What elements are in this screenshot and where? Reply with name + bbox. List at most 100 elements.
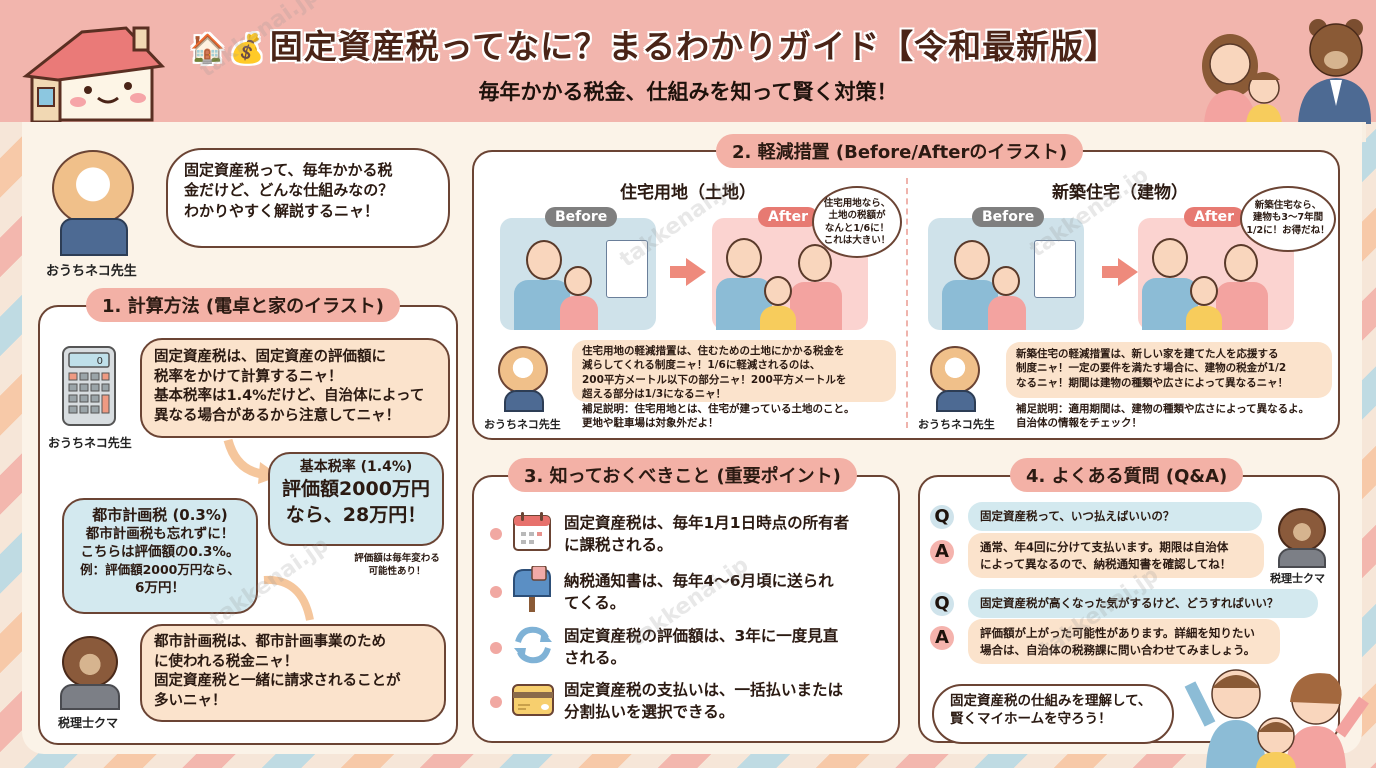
explain-line: 基本税率は1.4%だけど、自治体によって — [154, 388, 425, 405]
refresh-cycle-icon — [514, 626, 552, 664]
land-before-tag: Before — [545, 207, 618, 227]
point-line: 固定資産税の支払いは、一括払いまたは — [564, 681, 844, 699]
point-line: てくる。 — [564, 593, 626, 612]
happy-child-icon — [1190, 276, 1218, 306]
mailbox-icon — [513, 566, 551, 612]
point-2: 納税通知書は、毎年4〜6月頃に送られ てくる。 — [564, 571, 834, 614]
bear-line: 固定資産税と一緒に請求されることが — [154, 673, 401, 690]
section2-title: 2. 軽減措置 (Before/Afterのイラスト) — [716, 134, 1084, 168]
mother-body-icon — [790, 282, 842, 330]
explain-line: なるニャ！期間は建物の種類や広さによって異なるニャ！ — [1016, 376, 1289, 389]
speech-line: なんと1/6に！ — [824, 222, 890, 234]
bear-line: 都市計画税は、都市計画事業のため — [154, 634, 386, 650]
child-body-icon — [760, 306, 796, 330]
speech-line: 土地の税額が — [828, 210, 886, 222]
page-title: 🏠💰固定資産税ってなに？まるわかりガイド【令和最新版】 — [190, 20, 1200, 68]
point-line: に課税される。 — [564, 535, 673, 554]
note-line: 可能性あり！ — [368, 566, 426, 578]
header-banner — [0, 0, 1376, 122]
answer-line: によって異なるので、納税通知書を確認してね！ — [980, 556, 1232, 571]
child-body-icon — [560, 296, 598, 330]
question-badge: Q — [930, 505, 954, 529]
child-body-icon — [1186, 306, 1222, 330]
basic-rate-line: 評価額2000万円 — [282, 477, 430, 500]
explain-line: 異なる場合があるから注意してニャ！ — [154, 407, 401, 424]
happy-father-icon — [1152, 238, 1188, 278]
bullet-dot — [490, 696, 502, 708]
land-supplement: 補足説明：住宅用地とは、住宅が建っている土地のこと。 更地や駐車場は対象外だよ！ — [582, 402, 902, 431]
happy-mother-icon — [1224, 244, 1258, 282]
land-cat-caption: おうちネコ先生 — [484, 418, 561, 431]
supplement-line: 更地や駐車場は対象外だよ！ — [582, 417, 719, 430]
bear-line: に使われる税金ニャ！ — [154, 653, 299, 670]
city-tax-line: こちらは評価額の0.3%。 — [80, 544, 240, 561]
question-1: 固定資産税って、いつ払えばいいの？ — [968, 502, 1262, 531]
money-bag-emoji-icon: 💰 — [229, 32, 266, 65]
explain-line: 200平方メートル以下の部分ニャ！200平方メートルを — [582, 373, 847, 386]
closing-speech-bubble: 固定資産税の仕組みを理解して、 賢くマイホームを守ろう！ — [932, 684, 1174, 744]
svg-text:0: 0 — [97, 356, 103, 367]
cat-suit-icon — [60, 218, 128, 256]
building-before-tag: Before — [972, 207, 1045, 227]
bullet-dot — [490, 528, 502, 540]
rate-note: 評価額は毎年変わる 可能性あり！ — [342, 552, 452, 578]
supplement-line: 補足説明：適用期間は、建物の種類や広さによって異なるよ。 — [1016, 403, 1310, 415]
point-line: 分割払いを選択できる。 — [564, 702, 735, 721]
city-tax-line: 都市計画税も忘れずに！ — [85, 526, 235, 543]
answer-1: 通常、年4回に分けて支払います。期限は自治体 によって異なるので、納税通知書を確… — [968, 533, 1264, 579]
basic-rate-bubble: 基本税率 (1.4%) 評価額2000万円 なら、28万円！ — [268, 452, 444, 546]
section1-cat-caption: おうちネコ先生 — [48, 436, 132, 450]
answer-badge: A — [930, 626, 954, 650]
house-mascot-icon — [22, 26, 166, 124]
land-heading: 住宅用地（土地） — [614, 178, 762, 203]
city-planning-tax-bubble: 都市計画税 (0.3%) 都市計画税も忘れずに！ こちらは評価額の0.3%。 例… — [62, 498, 258, 614]
speech-line: 1/2に！お得だね！ — [1246, 224, 1330, 236]
building-before-illustration — [928, 218, 1084, 330]
bear-tax-accountant-avatar — [1278, 508, 1326, 552]
tax-document-sad-icon — [1034, 240, 1076, 298]
land-after-tag: After — [758, 207, 819, 227]
building-after-tag: After — [1184, 207, 1245, 227]
point-line: 固定資産税の評価額は、3年に一度見直 — [564, 627, 839, 645]
basic-rate-title: 基本税率 (1.4%) — [299, 459, 413, 475]
answer-2: 評価額が上がった可能性があります。詳細を知りたい 場合は、自治体の税務課に問い合… — [968, 619, 1280, 665]
building-explain-box: 新築住宅の軽減措置は、新しい家を建てた人を応援する 制度ニャ！一定の要件を満たす… — [1006, 342, 1332, 398]
building-cat-caption: おうちネコ先生 — [918, 418, 995, 431]
point-line: 固定資産税は、毎年1月1日時点の所有者 — [564, 514, 850, 532]
point-line: される。 — [564, 648, 627, 667]
house-emoji-icon: 🏠 — [190, 32, 226, 65]
worried-father-icon — [954, 240, 990, 280]
cat-suit-icon — [504, 390, 544, 412]
section1-bear-bubble: 都市計画税は、都市計画事業のため に使われる税金ニャ！ 固定資産税と一緒に請求さ… — [140, 624, 446, 722]
intro-line: 金だけど、どんな仕組みなの？ — [184, 181, 394, 200]
explain-line: 減らしてくれる制度ニャ！1/6に軽減されるのは、 — [582, 359, 821, 372]
explain-line: 新築住宅の軽減措置は、新しい家を建てた人を応援する — [1016, 348, 1279, 360]
city-tax-title: 都市計画税 (0.3%) — [92, 506, 228, 524]
intro-speaker-caption: おうちネコ先生 — [46, 264, 137, 279]
point-3: 固定資産税の評価額は、3年に一度見直 される。 — [564, 626, 838, 669]
section2-divider — [906, 178, 908, 428]
cat-teacher-avatar — [930, 346, 980, 394]
section4-title: 4. よくある質問 (Q&A) — [1010, 458, 1244, 492]
cheering-family-illustration-icon — [1184, 669, 1369, 768]
city-tax-line: 例：評価額2000万円なら、 — [80, 561, 240, 577]
land-speech-bubble: 住宅用地なら、 土地の税額が なんと1/6に！ これは大きい！ — [812, 186, 902, 258]
intro-line: わかりやすく解説するニャ！ — [184, 201, 380, 220]
calendar-icon — [513, 512, 551, 551]
building-speech-bubble: 新築住宅なら、 建物も3〜7年間 1/2に！お得だね！ — [1240, 186, 1336, 252]
right-arrow-icon — [1102, 258, 1138, 286]
closing-line: 固定資産税の仕組みを理解して、 — [950, 693, 1152, 709]
family-and-bear-illustration-icon — [1202, 19, 1371, 124]
answer-line: 通常、年4回に分けて支払います。期限は自治体 — [980, 540, 1229, 554]
question-badge: Q — [930, 592, 954, 616]
answer-badge: A — [930, 540, 954, 564]
mother-body-icon — [1216, 282, 1268, 330]
closing-line: 賢くマイホームを守ろう！ — [950, 711, 1112, 728]
worried-father-icon — [526, 240, 562, 280]
land-explain-box: 住宅用地の軽減措置は、住むための土地にかかる税金を 減らしてくれる制度ニャ！1/… — [572, 340, 896, 402]
point-line: 納税通知書は、毎年4〜6月頃に送られ — [564, 572, 834, 590]
land-before-illustration — [500, 218, 656, 330]
section1-bear-caption: 税理士クマ — [58, 716, 119, 730]
speech-line: これは大きい！ — [823, 235, 891, 247]
page-title-text: 固定資産税ってなに？まるわかりガイド【令和最新版】 — [269, 27, 1119, 66]
